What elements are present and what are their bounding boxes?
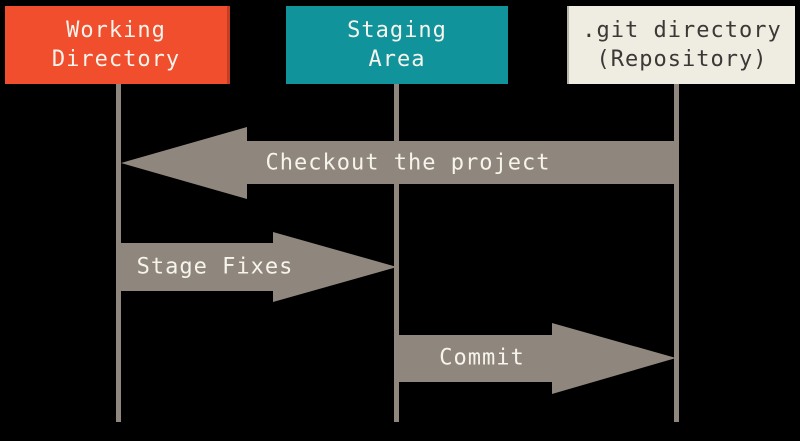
checkout-arrow-label: Checkout the project [265,150,551,176]
working-directory-box: Working Directory [5,6,230,84]
working-directory-label-line2: Directory [51,47,181,72]
staging-area-box: Staging Area [286,6,508,84]
git-directory-label-line1: .git directory [582,18,782,43]
commit-arrow-label: Commit [439,345,525,371]
staging-area-label-line2: Area [368,47,426,72]
git-directory-timeline-line [674,84,679,422]
working-directory-label-line1: Working [66,18,166,43]
staging-area-timeline-line [394,84,399,422]
git-directory-box: .git directory (Repository) [567,6,795,84]
staging-area-label-line1: Staging [347,18,447,43]
stage-fixes-arrow-label: Stage Fixes [136,254,294,280]
git-directory-label-line2: (Repository) [596,47,768,72]
working-directory-timeline-line [116,84,121,422]
